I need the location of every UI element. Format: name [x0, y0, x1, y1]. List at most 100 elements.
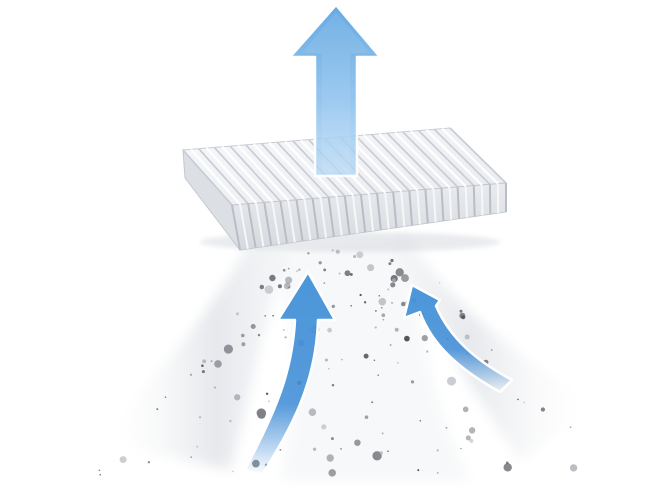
- dust-particle: [312, 447, 317, 451]
- dust-particle: [264, 285, 274, 294]
- filter-pleat-edge: [335, 196, 343, 236]
- filter-pleat: [362, 134, 419, 191]
- dust-particle: [390, 258, 394, 263]
- dust-particle: [410, 380, 415, 384]
- filter-pleat: [449, 127, 507, 184]
- filter-pleat: [276, 141, 330, 198]
- dust-particle: [394, 327, 399, 332]
- filter-pleat-edge: [448, 187, 453, 220]
- dust-particle: [374, 326, 377, 329]
- dust-particle: [321, 424, 327, 430]
- dust-particle: [264, 315, 267, 317]
- dust-particle: [356, 251, 364, 259]
- airflow-haze: [100, 232, 600, 480]
- dust-particle: [438, 281, 441, 284]
- filter-pleat: [260, 142, 314, 200]
- dust-particle: [378, 297, 387, 306]
- filter-pleat-edge: [359, 194, 367, 233]
- dust-particle: [379, 451, 384, 455]
- filter-pleat-edge: [408, 190, 414, 226]
- dust-particle: [375, 310, 377, 312]
- filter-pleat-edge: [400, 191, 406, 227]
- dust-particle: [517, 398, 519, 401]
- dust-particle: [338, 272, 341, 275]
- dust-particle: [282, 328, 285, 332]
- dust-particle: [256, 408, 266, 418]
- filter-pleat-edge: [416, 190, 421, 225]
- dust-particle: [277, 284, 282, 289]
- dust-particle: [350, 304, 353, 307]
- dust-particle: [279, 448, 282, 451]
- dust-particle: [198, 416, 202, 419]
- dust-particle: [396, 361, 399, 364]
- dust-particle: [344, 270, 351, 277]
- dust-particle: [380, 306, 383, 309]
- dust-particle: [459, 312, 466, 319]
- filter-pleat: [190, 148, 241, 206]
- dust-particle: [464, 334, 470, 340]
- filter-pleat-edge: [263, 202, 273, 246]
- filter-pleat-edge: [319, 197, 328, 238]
- filter-pleat-edge: [351, 195, 359, 234]
- dust-particle: [272, 314, 274, 317]
- dust-particle: [241, 333, 245, 338]
- filter-pleat: [409, 130, 467, 188]
- filter-pleat: [378, 133, 435, 190]
- filter-pleat: [268, 142, 322, 199]
- dust-particle: [382, 318, 385, 321]
- filter-pleat-edge: [255, 202, 265, 247]
- filter-pleat: [394, 131, 451, 189]
- dust-particle: [340, 447, 342, 450]
- dust-particle: [462, 406, 469, 413]
- filter-pleat-edge: [376, 193, 382, 230]
- dust-particle: [354, 439, 361, 446]
- dust-particle: [196, 445, 198, 448]
- filter-pleat-edge: [456, 186, 461, 219]
- dust-particle: [523, 401, 526, 404]
- filter-pleat: [433, 128, 491, 185]
- filter-pleat: [441, 127, 499, 185]
- filter-pleat-edge: [231, 204, 241, 251]
- dust-particle: [189, 373, 193, 376]
- dust-particle: [285, 276, 293, 284]
- dust-particle: [378, 294, 381, 297]
- dust-particle: [401, 274, 409, 283]
- filter-pleat: [355, 135, 410, 192]
- dust-particle: [426, 350, 429, 353]
- dust-particle: [327, 327, 332, 333]
- dust-particle: [421, 334, 428, 342]
- dust-particle: [210, 360, 213, 363]
- filter-pleat-edge: [464, 186, 468, 218]
- dust-particle: [324, 358, 328, 362]
- dust-particle: [540, 407, 546, 412]
- dust-particle: [232, 470, 234, 473]
- dust-particle: [391, 302, 393, 304]
- dust-particle: [390, 282, 396, 288]
- dust-particle: [327, 367, 330, 370]
- filter-pleat: [386, 132, 443, 189]
- dust-particle: [367, 264, 375, 272]
- dust-particle: [214, 360, 222, 368]
- dust-particle: [363, 353, 369, 359]
- dust-particle: [436, 472, 439, 474]
- dust-particle: [331, 383, 335, 387]
- dust-particle: [359, 293, 362, 297]
- filter-pleat: [252, 143, 306, 200]
- filter-pleat: [402, 131, 459, 188]
- dust-particle: [236, 312, 239, 316]
- filter-pleat-edge: [432, 188, 437, 223]
- dust-particle: [241, 342, 246, 347]
- dust-particle: [328, 469, 336, 477]
- dust-particle: [569, 426, 572, 429]
- filter-pleat-edge: [327, 197, 335, 237]
- dust-particle: [257, 333, 261, 337]
- dust-particle: [381, 432, 384, 435]
- dust-particle: [372, 451, 382, 461]
- filter-pleat: [205, 147, 257, 204]
- filter-pleat-edge: [392, 191, 398, 228]
- dust-particle: [119, 456, 127, 464]
- filter-pleat-edge: [368, 193, 374, 232]
- dust-particle: [445, 426, 448, 429]
- dust-particle: [353, 255, 357, 258]
- dust-particle: [395, 268, 404, 277]
